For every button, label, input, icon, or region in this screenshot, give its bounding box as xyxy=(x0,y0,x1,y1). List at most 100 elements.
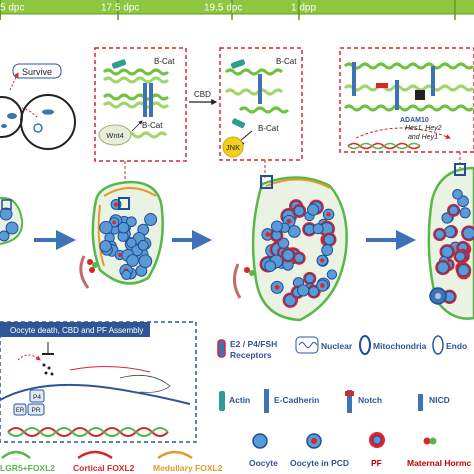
oocyte-pcd-mark xyxy=(286,218,292,224)
oocyte xyxy=(452,189,463,200)
oocyte-pcd-mark xyxy=(274,284,280,290)
timeline-label-3: 19.5 dpc xyxy=(204,3,242,14)
legend-actin-icon xyxy=(219,391,225,411)
oocyte xyxy=(326,269,338,280)
oocyte xyxy=(321,244,334,256)
oocyte xyxy=(99,239,112,253)
hes-line2: and Hey1 xyxy=(408,134,438,141)
timeline-label-4: 1 dpp xyxy=(291,3,316,14)
legend: E2 / P4/FSH Receptors Nuclear Mitochondr… xyxy=(0,335,472,473)
oocyte xyxy=(277,237,290,249)
oocyte xyxy=(137,239,149,251)
survive-label: Survive xyxy=(22,67,52,77)
legend-cortical: Cortical FOXL2 xyxy=(73,463,135,473)
legend-mitochondria: Mitochondria xyxy=(373,341,427,351)
oocyte xyxy=(307,203,320,216)
legend-ecadherin-icon xyxy=(264,389,269,413)
legend-maternal-icon xyxy=(423,437,431,445)
oocyte-pcd-mark xyxy=(326,212,331,217)
legend-receptor-icon xyxy=(217,339,226,358)
oocyte-pcd-mark xyxy=(117,253,122,257)
cbd-label: CBD xyxy=(194,90,211,99)
hormone-panel: Oocyte death, CBD and PF Assembly P4 ER … xyxy=(0,321,197,443)
notch-panel-border xyxy=(339,47,474,153)
notch-panel: ADAM10 Hes1, Hey2 and Hey1 xyxy=(339,47,474,153)
oocyte-pcd-mark xyxy=(320,258,325,263)
cbd-arrow: CBD xyxy=(189,90,218,105)
hormone-banner xyxy=(0,322,150,337)
legend-receptors-line2: Receptors xyxy=(230,350,272,360)
oocyte xyxy=(304,273,315,284)
ovary-stage-1 xyxy=(0,196,24,245)
legend-endo: Endo xyxy=(446,341,467,351)
oocyte xyxy=(455,251,466,262)
legend-lgr5-icon xyxy=(1,450,31,459)
jnk-blob xyxy=(222,136,244,158)
oocyte xyxy=(117,221,130,234)
wnt4-panel: B-Cat B-Cat Wnt4 xyxy=(94,47,187,162)
oocyte xyxy=(459,207,471,219)
oocyte xyxy=(441,245,454,258)
legend-nuclear: Nuclear xyxy=(321,341,353,351)
timeline-label-2: 17.5 dpc xyxy=(101,3,139,14)
hormone-banner-text: Oocyte death, CBD and PF Assembly xyxy=(10,326,143,335)
wnt4-panel-border xyxy=(94,47,187,162)
oocyte xyxy=(138,254,153,268)
survive-label-box xyxy=(12,63,62,79)
legend-mitochondria-icon xyxy=(359,335,371,355)
adam10-label: ADAM10 xyxy=(400,117,429,124)
legend-nuclear-icon xyxy=(295,336,319,354)
oocyte xyxy=(323,233,335,246)
oocyte-pcd-mark xyxy=(320,283,325,288)
oocyte xyxy=(264,260,277,272)
oocyte xyxy=(126,254,139,267)
oocyte xyxy=(434,229,445,240)
legend-oocyte: Oocyte xyxy=(249,458,278,468)
legend-nicd: NICD xyxy=(429,395,450,405)
wnt4-blob xyxy=(98,124,132,146)
oocyte xyxy=(297,284,310,297)
wnt4-label: Wnt4 xyxy=(106,131,124,140)
hormone-panel-border xyxy=(0,321,197,443)
oocyte xyxy=(126,237,137,248)
oocyte xyxy=(270,220,283,233)
ovary-stage-3 xyxy=(233,175,348,322)
legend-actin: Actin xyxy=(229,395,250,405)
oocyte xyxy=(293,253,305,264)
oocyte xyxy=(287,225,301,238)
legend-notch: Notch xyxy=(358,395,382,405)
legend-maternal: Maternal Hormc xyxy=(407,458,472,468)
oocyte xyxy=(462,226,474,240)
oocyte xyxy=(293,205,305,217)
legend-oocyte-pcd: Oocyte in PCD xyxy=(290,458,349,468)
ovary-stage-4 xyxy=(427,163,474,320)
cbd-bcat-bottom-label: B-Cat xyxy=(258,124,279,133)
oocyte xyxy=(457,264,470,277)
legend-pf: PF xyxy=(371,458,382,468)
oocyte xyxy=(448,205,459,216)
oocyte-pcd-mark xyxy=(114,202,119,207)
legend-oocyte-icon xyxy=(252,433,268,449)
legend-notch-icon xyxy=(347,390,352,413)
er-label: ER xyxy=(16,408,25,414)
timeline: 5 dpc 17.5 dpc 19.5 dpc 1 dpp xyxy=(0,0,474,20)
pr-label: PR xyxy=(31,407,40,414)
legend-cortical-icon xyxy=(77,450,113,460)
legend-receptors-line1: E2 / P4/FSH xyxy=(230,339,277,349)
timeline-label-1: 5 dpc xyxy=(0,3,24,14)
ovary-stage-2 xyxy=(79,180,164,289)
bcat-top-label: B-Cat xyxy=(154,57,175,66)
legend-nicd-icon xyxy=(418,394,423,411)
oocyte xyxy=(282,249,295,262)
legend-medullary: Medullary FOXL2 xyxy=(153,463,223,473)
oocyte xyxy=(436,261,450,274)
oocyte xyxy=(121,269,132,280)
cell-circle-right xyxy=(20,94,76,150)
oocyte-pcd-mark xyxy=(265,232,270,237)
cbd-panel: B-Cat B-Cat JNK xyxy=(219,47,303,161)
legend-ecadherin: E-Cadherin xyxy=(274,395,319,405)
oocyte xyxy=(312,223,324,235)
cbd-bcat-top-label: B-Cat xyxy=(276,57,297,66)
oocyte xyxy=(99,220,113,235)
